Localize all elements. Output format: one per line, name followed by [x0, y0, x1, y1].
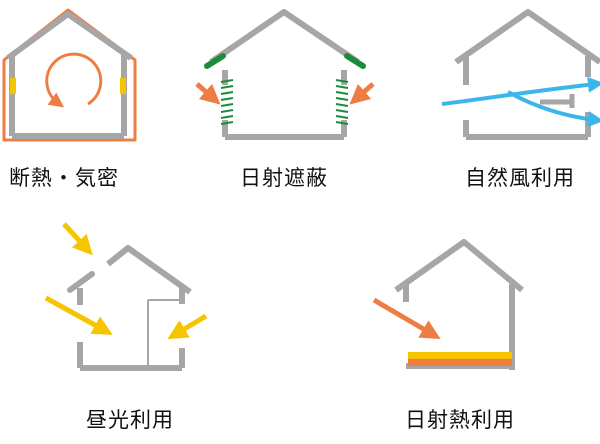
sun-ray-arrow-icon — [195, 82, 221, 105]
panel-natural-wind: 自然風利用 — [400, 0, 600, 200]
shading-screen-icon — [335, 79, 349, 125]
solar-heat-house-icon — [372, 239, 524, 370]
light-arrow-icon — [167, 313, 208, 340]
wind-arrow-icon — [507, 90, 600, 128]
panel-solar-shading: 日射遮蔽 — [185, 0, 385, 200]
thermal-mass-floor-icon — [408, 359, 512, 366]
shading-screen-icon — [220, 79, 234, 125]
solar-shading-house-icon — [195, 9, 375, 140]
insulation-house-icon — [2, 8, 137, 142]
eaves-icon — [344, 53, 366, 69]
panel-label-natural-wind: 自然風利用 — [465, 166, 575, 190]
panel-insulation: 断熱・気密 — [0, 0, 200, 200]
panel-solar-heat: 日射熱利用 — [360, 220, 580, 440]
daylight-house-icon — [44, 222, 208, 371]
circular-arrow-icon — [45, 52, 103, 108]
panel-label-daylight: 昼光利用 — [86, 408, 174, 432]
panel-label-solar-shading: 日射遮蔽 — [240, 166, 328, 190]
sun-ray-arrow-icon — [349, 82, 375, 105]
panel-label-solar-heat: 日射熱利用 — [405, 408, 515, 432]
sun-ray-arrow-icon — [372, 297, 441, 340]
insulation-layer-icon — [2, 8, 137, 142]
natural-wind-house-icon — [441, 9, 600, 140]
thermal-mass-floor-icon — [408, 352, 512, 359]
panel-label-insulation: 断熱・気密 — [9, 166, 119, 190]
light-arrow-icon — [44, 295, 113, 335]
light-arrow-icon — [62, 222, 93, 256]
eaves-icon — [204, 53, 226, 69]
panel-daylight: 昼光利用 — [0, 220, 220, 440]
